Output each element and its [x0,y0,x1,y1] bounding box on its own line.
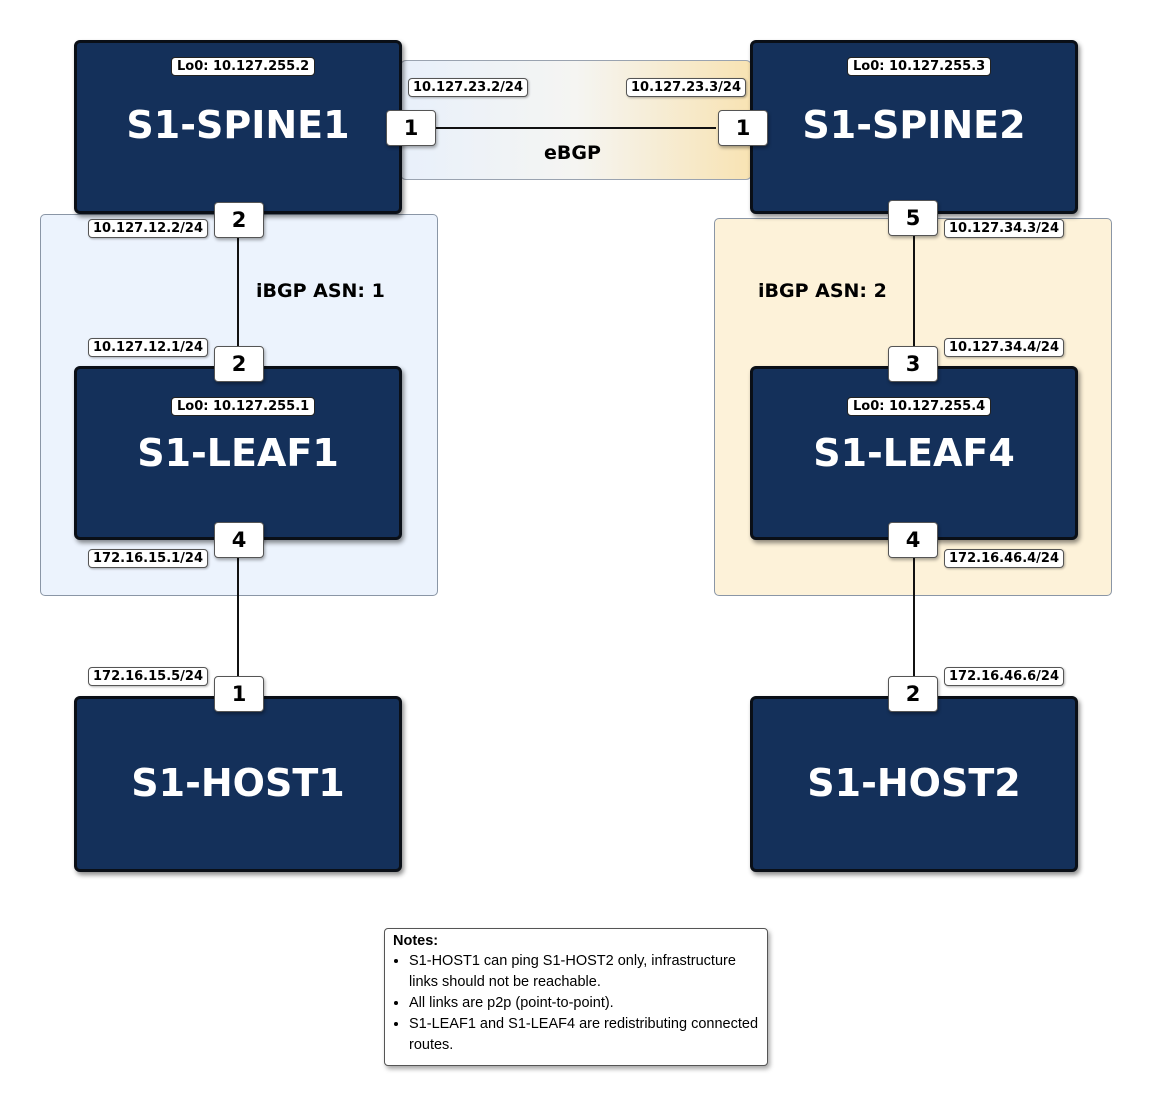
host1-name: S1-HOST1 [131,761,345,805]
leaf1-name: S1-LEAF1 [137,431,339,475]
spine1-name: S1-SPINE1 [126,103,350,147]
leaf4-lo0: Lo0: 10.127.255.4 [847,397,992,416]
leaf4-host2-b-ip: 172.16.46.6/24 [944,667,1065,686]
notes-title: Notes: [393,933,439,949]
leaf1-port-2: 2 [214,346,264,382]
ibgp-asn2-label: iBGP ASN: 2 [758,280,887,302]
leaf4-port-3: 3 [888,346,938,382]
spine2-lo0: Lo0: 10.127.255.3 [847,57,992,76]
leaf1-port-4: 4 [214,522,264,558]
spine2-port-5: 5 [888,200,938,236]
device-spine2: Lo0: 10.127.255.3 S1-SPINE2 [750,40,1078,214]
leaf1-host1-a-ip: 172.16.15.1/24 [88,549,209,568]
notes-list: S1-HOST1 can ping S1-HOST2 only, infrast… [393,951,759,1056]
spine2-leaf4-a-ip: 10.127.34.3/24 [944,219,1065,238]
note-item: S1-HOST1 can ping S1-HOST2 only, infrast… [409,951,759,993]
spine1-port-2: 2 [214,202,264,238]
spine1-spine2-b-ip: 10.127.23.3/24 [626,78,747,97]
host2-name: S1-HOST2 [807,761,1021,805]
device-host1: S1-HOST1 [74,696,402,872]
leaf4-name: S1-LEAF4 [813,431,1015,475]
notes-box: Notes: S1-HOST1 can ping S1-HOST2 only, … [384,928,768,1066]
leaf4-host2-a-ip: 172.16.46.4/24 [944,549,1065,568]
device-leaf4: Lo0: 10.127.255.4 S1-LEAF4 [750,366,1078,540]
host1-port-1: 1 [214,676,264,712]
spine2-name: S1-SPINE2 [802,103,1026,147]
spine1-leaf1-a-ip: 10.127.12.2/24 [88,219,209,238]
spine2-port-1: 1 [718,110,768,146]
leaf1-lo0: Lo0: 10.127.255.1 [171,397,316,416]
ebgp-label: eBGP [544,142,601,164]
spine1-spine2-a-ip: 10.127.23.2/24 [408,78,529,97]
note-item: All links are p2p (point-to-point). [409,993,759,1014]
spine1-lo0: Lo0: 10.127.255.2 [171,57,316,76]
device-host2: S1-HOST2 [750,696,1078,872]
leaf1-host1-b-ip: 172.16.15.5/24 [88,667,209,686]
spine1-port-1: 1 [386,110,436,146]
device-leaf1: Lo0: 10.127.255.1 S1-LEAF1 [74,366,402,540]
spine2-leaf4-b-ip: 10.127.34.4/24 [944,338,1065,357]
leaf4-port-4: 4 [888,522,938,558]
ibgp-asn1-label: iBGP ASN: 1 [256,280,385,302]
device-spine1: Lo0: 10.127.255.2 S1-SPINE1 [74,40,402,214]
spine1-leaf1-b-ip: 10.127.12.1/24 [88,338,209,357]
host2-port-2: 2 [888,676,938,712]
note-item: S1-LEAF1 and S1-LEAF4 are redistributing… [409,1014,759,1056]
